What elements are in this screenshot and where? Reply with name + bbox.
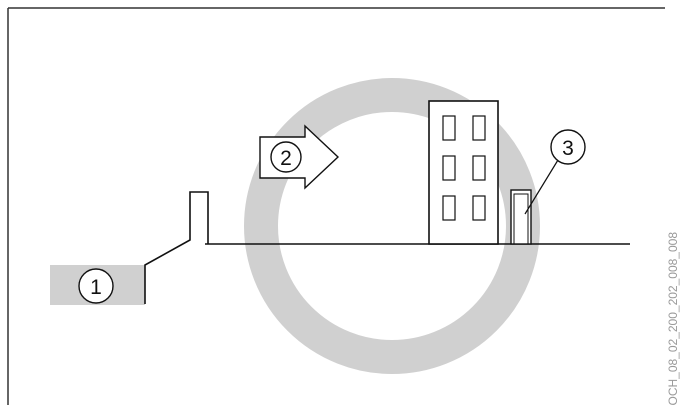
callout-2-label: 2 [280, 147, 292, 170]
side-code-label: OCH_08_02_200_202_008_008 [666, 232, 680, 405]
small-structure-inner [513, 193, 529, 245]
callout-3-label: 3 [562, 137, 574, 160]
small-structure [510, 189, 532, 245]
callout-3-circle [550, 129, 586, 165]
building-window [472, 195, 486, 221]
building-window [442, 115, 456, 141]
building-outline [428, 100, 499, 245]
building-window [442, 155, 456, 181]
callout-2-circle [270, 141, 302, 173]
callout-1-circle [78, 268, 114, 304]
callout-1-label: 1 [90, 276, 102, 299]
direction-arrow: 2 [259, 124, 340, 190]
callout-3-leader [524, 159, 559, 215]
callout-1: 1 [78, 268, 114, 304]
building-window [472, 155, 486, 181]
callout-3: 3 [524, 129, 586, 215]
building [428, 100, 499, 245]
building-window [472, 115, 486, 141]
building-window [442, 195, 456, 221]
flue-pipe-outlet [144, 191, 209, 304]
